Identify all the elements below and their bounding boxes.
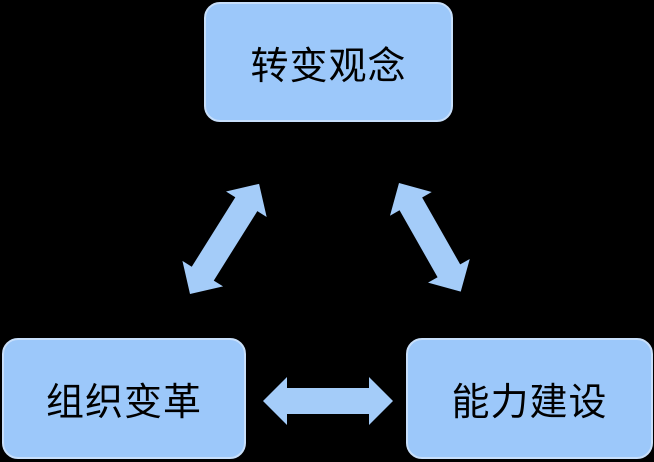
node-change-mindset: 转变观念 [204,2,453,122]
node-capacity-building: 能力建设 [406,338,653,459]
node-capacity-building-label: 能力建设 [451,380,608,424]
double-arrow-top-to-bottom-left-icon [182,183,267,294]
node-organizational-change-label: 组织变革 [45,380,202,424]
node-change-mindset-label: 转变观念 [250,43,407,88]
double-arrow-bottom-left-to-bottom-right-icon [263,377,393,425]
node-organizational-change: 组织变革 [2,338,246,459]
double-arrow-top-to-bottom-right-icon [389,183,470,292]
